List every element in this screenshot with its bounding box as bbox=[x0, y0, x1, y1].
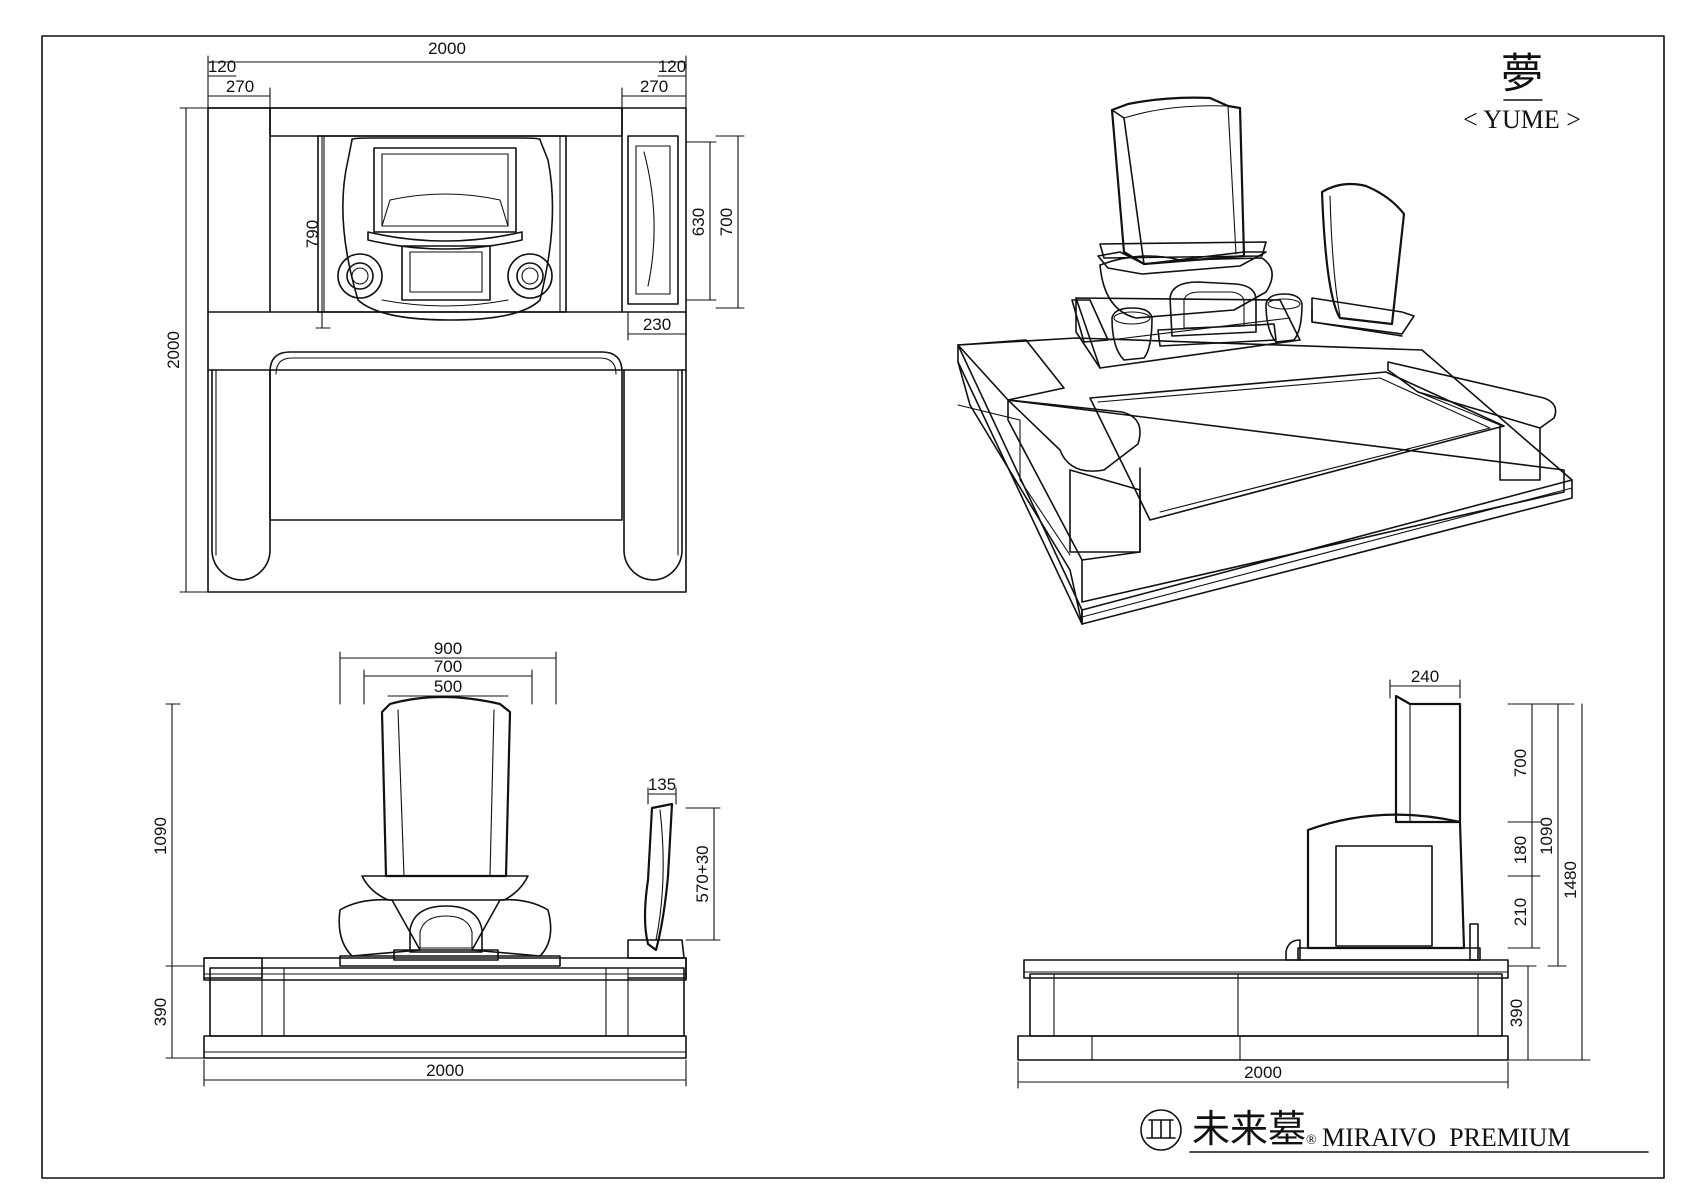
svg-text:390: 390 bbox=[151, 998, 170, 1026]
brand-name: MIRAIVO PREMIUM bbox=[1322, 1123, 1570, 1152]
isometric-view bbox=[957, 96, 1573, 625]
svg-text:270: 270 bbox=[640, 77, 668, 96]
svg-text:135: 135 bbox=[648, 775, 676, 794]
svg-text:240: 240 bbox=[1411, 667, 1439, 686]
title-block: 夢 < YUME > bbox=[1463, 52, 1581, 134]
side-elevation: 240 700 180 210 1090 1480 390 2000 bbox=[1017, 667, 1591, 1089]
svg-text:120: 120 bbox=[208, 57, 236, 76]
front-elevation: 900 700 500 1090 390 135 570+30 bbox=[151, 639, 721, 1087]
svg-text:2000: 2000 bbox=[426, 1061, 464, 1080]
svg-text:210: 210 bbox=[1511, 898, 1530, 926]
svg-text:700: 700 bbox=[434, 657, 462, 676]
brand-block: 未来墓 ® MIRAIVO PREMIUM bbox=[1140, 1109, 1649, 1153]
side-dimensions: 240 700 180 210 1090 1480 390 2000 bbox=[1017, 667, 1591, 1089]
title-romaji: < YUME > bbox=[1463, 105, 1581, 134]
front-dimensions: 900 700 500 1090 390 135 570+30 bbox=[151, 639, 721, 1087]
svg-text:500: 500 bbox=[434, 677, 462, 696]
svg-text:630: 630 bbox=[689, 208, 708, 236]
svg-text:700: 700 bbox=[717, 208, 736, 236]
svg-text:2000: 2000 bbox=[164, 331, 183, 369]
svg-text:270: 270 bbox=[226, 77, 254, 96]
brand-reg: ® bbox=[1306, 1133, 1317, 1148]
svg-text:570+30: 570+30 bbox=[693, 845, 712, 902]
brand-logo-icon bbox=[1140, 1109, 1182, 1151]
svg-text:2000: 2000 bbox=[1244, 1063, 1282, 1082]
plan-view: 2000 120 270 120 270 2000 790 630 bbox=[164, 39, 745, 593]
svg-text:1090: 1090 bbox=[1537, 817, 1556, 855]
svg-text:900: 900 bbox=[434, 639, 462, 658]
svg-text:790: 790 bbox=[303, 220, 322, 248]
svg-text:120: 120 bbox=[658, 57, 686, 76]
svg-text:1480: 1480 bbox=[1561, 861, 1580, 899]
plan-dimensions: 2000 120 270 120 270 2000 790 630 bbox=[164, 39, 745, 593]
svg-text:230: 230 bbox=[643, 315, 671, 334]
brand-kanji: 未来墓 bbox=[1192, 1109, 1306, 1151]
title-kanji: 夢 bbox=[1501, 52, 1543, 98]
svg-text:2000: 2000 bbox=[428, 39, 466, 58]
svg-text:180: 180 bbox=[1511, 836, 1530, 864]
svg-text:700: 700 bbox=[1511, 749, 1530, 777]
svg-text:1090: 1090 bbox=[151, 817, 170, 855]
drawing-border bbox=[41, 35, 1665, 1179]
svg-text:390: 390 bbox=[1507, 999, 1526, 1027]
